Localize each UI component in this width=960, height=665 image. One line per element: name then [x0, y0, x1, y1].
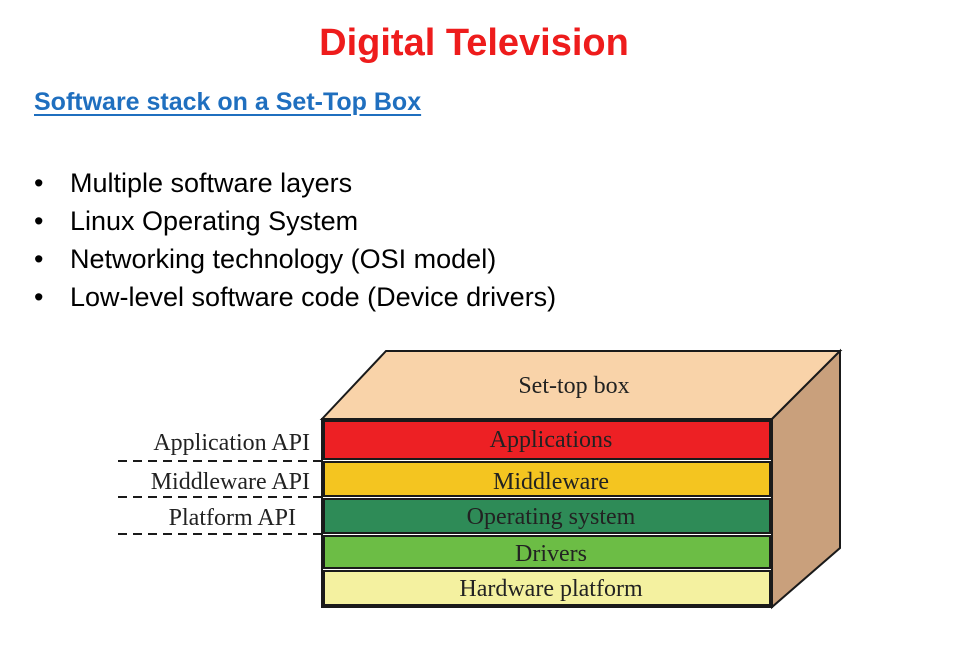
- layer-drivers: [323, 535, 771, 569]
- bullet-item: • Networking technology (OSI model): [34, 242, 556, 280]
- layer-label-drivers: Drivers: [515, 541, 587, 567]
- bullet-glyph: •: [34, 206, 44, 236]
- bullet-text: Multiple software layers: [70, 168, 353, 198]
- bullet-item: • Low-level software code (Device drivers…: [34, 280, 556, 318]
- api-label-platform: Platform API: [169, 505, 296, 531]
- box-label: Set-top box: [518, 373, 629, 399]
- slide-title: Digital Television: [319, 22, 629, 64]
- layer-operating-system: [323, 498, 771, 534]
- layer-label-applications: Applications: [490, 427, 613, 453]
- layer-label-middleware: Middleware: [493, 469, 609, 495]
- bullet-item: • Multiple software layers: [34, 166, 556, 204]
- bullet-glyph: •: [34, 282, 44, 312]
- bullet-text: Linux Operating System: [70, 206, 359, 236]
- api-label-application: Application API: [153, 430, 310, 456]
- bullet-glyph: •: [34, 244, 44, 274]
- bullet-text: Networking technology (OSI model): [70, 244, 497, 274]
- bullet-glyph: •: [34, 168, 44, 198]
- bullet-text: Low-level software code (Device drivers): [70, 282, 557, 312]
- bullet-list: • Multiple software layers • Linux Operati…: [34, 166, 556, 318]
- layer-middleware: [323, 461, 771, 497]
- api-label-middleware: Middleware API: [151, 469, 310, 495]
- bullet-item: • Linux Operating System: [34, 204, 556, 242]
- layer-applications: [323, 420, 771, 460]
- layer-label-operating-system: Operating system: [467, 504, 636, 530]
- layer-hardware-platform: [323, 570, 771, 606]
- slide-subtitle: Software stack on a Set-Top Box: [34, 88, 422, 116]
- layer-label-hardware-platform: Hardware platform: [459, 576, 643, 602]
